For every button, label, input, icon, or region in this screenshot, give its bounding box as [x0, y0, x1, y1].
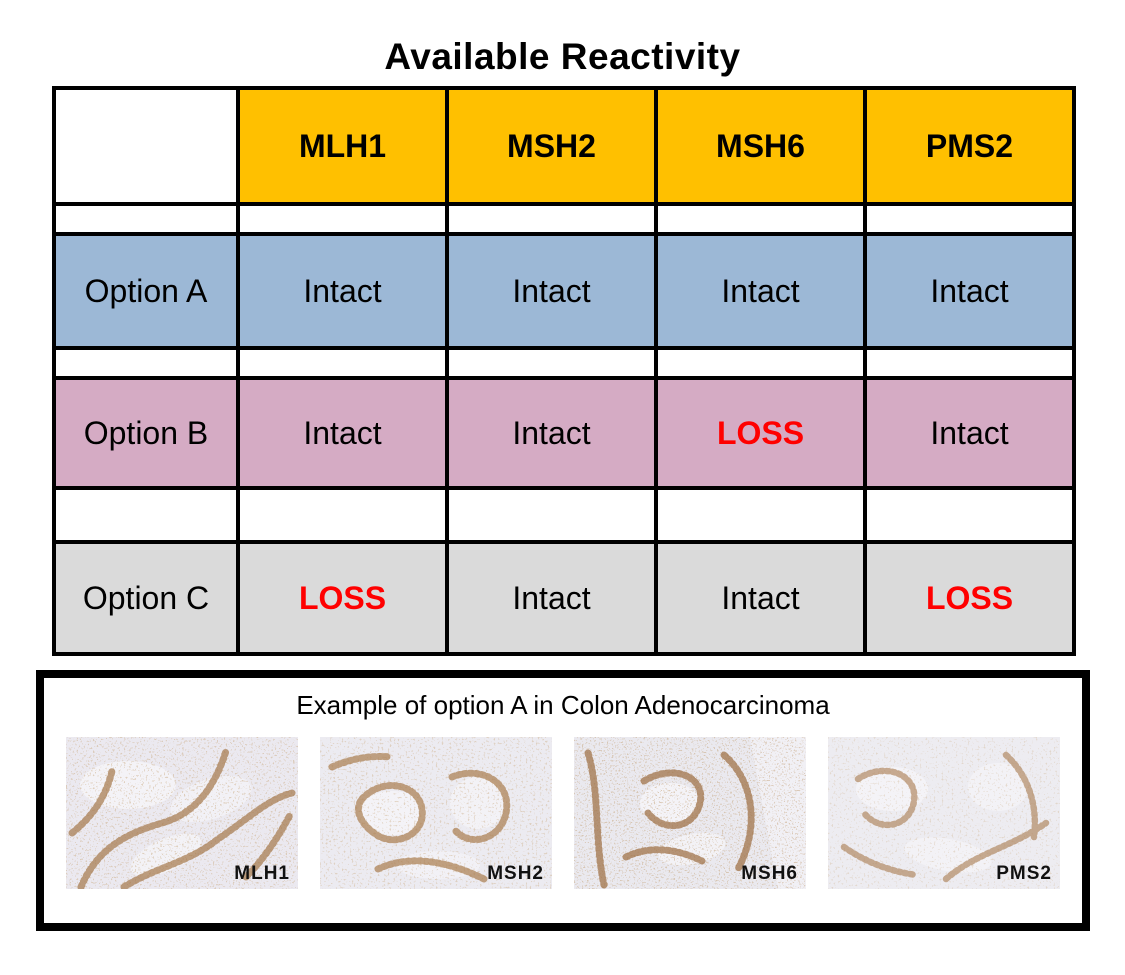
column-header-pms2: PMS2 [867, 90, 1072, 202]
histology-image-msh6: MSH6 [574, 737, 806, 889]
value-cell-a-pms2: Intact [867, 236, 1072, 346]
spacer-cell [240, 206, 445, 232]
histology-panels: MLH1 MSH2 [44, 737, 1082, 889]
spacer-cell [867, 206, 1072, 232]
column-header-mlh1: MLH1 [240, 90, 445, 202]
spacer-cell [240, 350, 445, 376]
value-cell-c-msh6: Intact [658, 544, 863, 652]
value-cell-b-msh6: LOSS [658, 380, 863, 486]
panel-label-msh2: MSH2 [487, 863, 544, 884]
value-cell-b-mlh1: Intact [240, 380, 445, 486]
spacer-cell [867, 350, 1072, 376]
value-cell-b-msh2: Intact [449, 380, 654, 486]
value-cell-a-mlh1: Intact [240, 236, 445, 346]
spacer-cell [56, 206, 236, 232]
spacer-cell [658, 490, 863, 540]
panel-label-pms2: PMS2 [996, 863, 1052, 884]
value-cell-c-mlh1: LOSS [240, 544, 445, 652]
histology-image-msh2: MSH2 [320, 737, 552, 889]
spacer-cell [56, 350, 236, 376]
example-figure-box: Example of option A in Colon Adenocarcin… [36, 670, 1090, 931]
column-header-msh6: MSH6 [658, 90, 863, 202]
panel-label-msh6: MSH6 [741, 863, 798, 884]
corner-cell [56, 90, 236, 202]
figure-caption: Example of option A in Colon Adenocarcin… [296, 690, 830, 720]
spacer-cell [56, 490, 236, 540]
spacer-cell [449, 206, 654, 232]
row-label-option-a: Option A [56, 236, 236, 346]
reactivity-table: MLH1 MSH2 MSH6 PMS2 Option A Intact Inta… [52, 86, 1076, 656]
spacer-cell [658, 350, 863, 376]
value-cell-a-msh6: Intact [658, 236, 863, 346]
spacer-cell [867, 490, 1072, 540]
panel-label-mlh1: MLH1 [234, 863, 290, 884]
value-cell-b-pms2: Intact [867, 380, 1072, 486]
histology-image-pms2: PMS2 [828, 737, 1060, 889]
value-cell-a-msh2: Intact [449, 236, 654, 346]
value-cell-c-msh2: Intact [449, 544, 654, 652]
row-label-option-b: Option B [56, 380, 236, 486]
spacer-cell [240, 490, 445, 540]
spacer-cell [449, 490, 654, 540]
column-header-msh2: MSH2 [449, 90, 654, 202]
value-cell-c-pms2: LOSS [867, 544, 1072, 652]
spacer-cell [658, 206, 863, 232]
histology-image-mlh1: MLH1 [66, 737, 298, 889]
row-label-option-c: Option C [56, 544, 236, 652]
spacer-cell [449, 350, 654, 376]
page-title: Available Reactivity [384, 36, 741, 77]
